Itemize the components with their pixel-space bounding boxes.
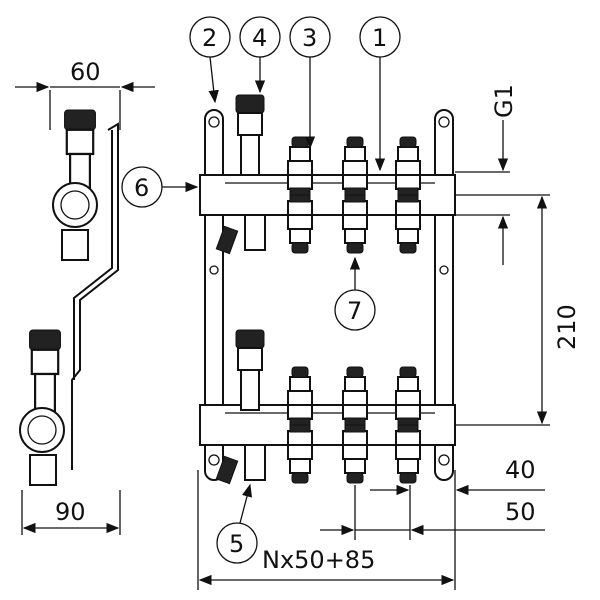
- callout-6: 6: [121, 166, 163, 208]
- callout-7: 7: [334, 289, 376, 331]
- callout-1: 1: [359, 16, 401, 58]
- svg-text:1: 1: [372, 24, 387, 52]
- dim-60: 60: [70, 58, 101, 86]
- svg-text:5: 5: [229, 530, 244, 558]
- callout-4: 4: [239, 16, 281, 58]
- dim-40: 40: [505, 456, 536, 484]
- dim-total-length: Nx50+85: [262, 546, 375, 574]
- svg-text:6: 6: [134, 174, 149, 202]
- dim-90: 90: [55, 498, 86, 526]
- dim-210: 210: [553, 304, 581, 350]
- callout-3: 3: [289, 16, 331, 58]
- svg-text:2: 2: [202, 24, 217, 52]
- callout-2: 2: [189, 16, 231, 58]
- side-view: [19, 108, 119, 486]
- dim-g1: G1: [490, 84, 518, 118]
- svg-text:3: 3: [302, 24, 317, 52]
- svg-text:7: 7: [347, 297, 362, 325]
- callout-5: 5: [216, 522, 258, 564]
- svg-text:4: 4: [252, 24, 267, 52]
- manifold-front-view: [199, 94, 456, 485]
- dim-50: 50: [505, 498, 536, 526]
